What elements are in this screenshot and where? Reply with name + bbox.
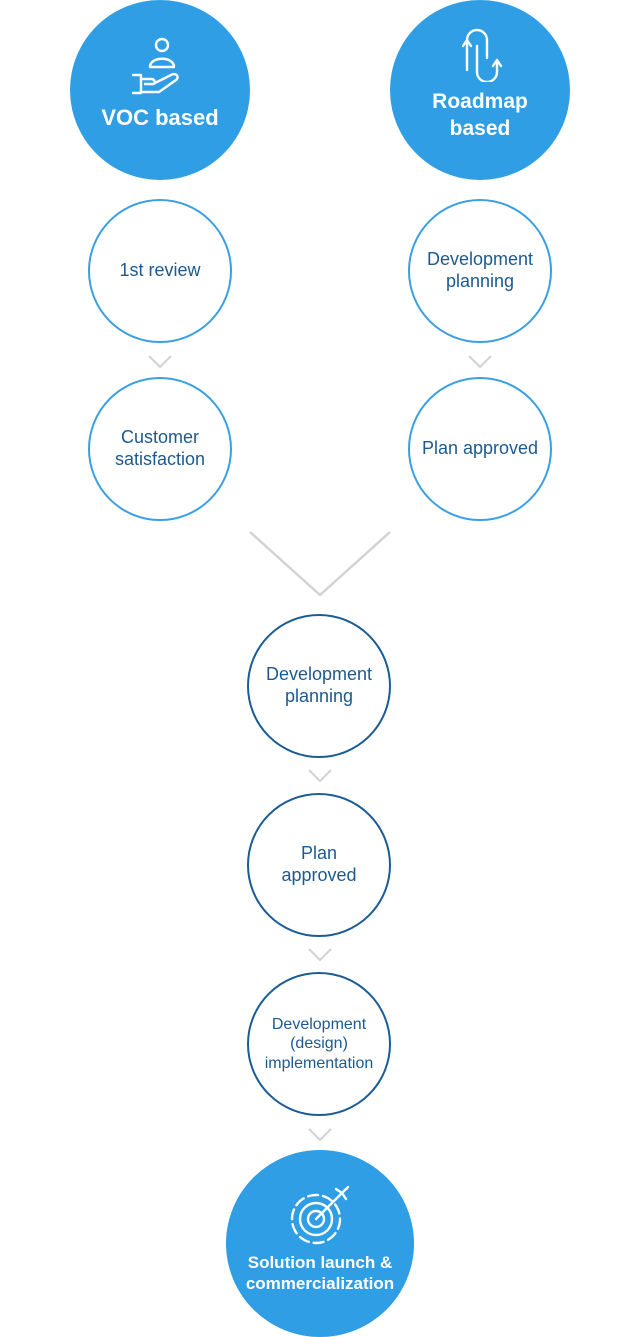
voc-step-label: Customer satisfaction: [114, 427, 206, 469]
roadmap-based-title: Roadmap based: [432, 89, 528, 140]
chevron-down-icon: [148, 355, 172, 369]
merged-step-plan-approved: Plan approved: [247, 793, 391, 937]
roadmap-step-label: Plan approved: [421, 438, 539, 459]
merged-step-label: Plan approved: [281, 843, 357, 885]
chevron-down-icon: [308, 948, 332, 962]
merged-step-development-implementation: Development (design) implementation: [247, 972, 391, 1116]
hand-user-icon: [131, 37, 179, 94]
voc-step-customer-satisfaction: Customer satisfaction: [88, 377, 232, 521]
solution-launch-circle: Solution launch & commercialization: [226, 1150, 414, 1337]
roadmap-based-circle: Roadmap based: [390, 0, 570, 180]
voc-step-1st-review: 1st review: [88, 199, 232, 343]
voc-based-circle: VOC based: [70, 0, 250, 180]
merge-chevron-icon: [249, 531, 391, 597]
merged-step-label: Development planning: [265, 664, 373, 706]
merged-step-label: Development (design) implementation: [264, 1016, 374, 1072]
solution-launch-title: Solution launch & commercialization: [245, 1253, 395, 1293]
roadmap-step-plan-approved: Plan approved: [408, 377, 552, 521]
chevron-down-icon: [308, 1128, 332, 1142]
path-arrows-icon: [461, 28, 503, 82]
roadmap-step-label: Development planning: [426, 249, 534, 291]
roadmap-step-development-planning: Development planning: [408, 199, 552, 343]
voc-step-label: 1st review: [119, 260, 201, 281]
target-icon: [290, 1185, 350, 1245]
chevron-down-icon: [468, 355, 492, 369]
voc-based-title: VOC based: [101, 104, 219, 130]
chevron-down-icon: [308, 769, 332, 783]
merged-step-development-planning: Development planning: [247, 614, 391, 758]
